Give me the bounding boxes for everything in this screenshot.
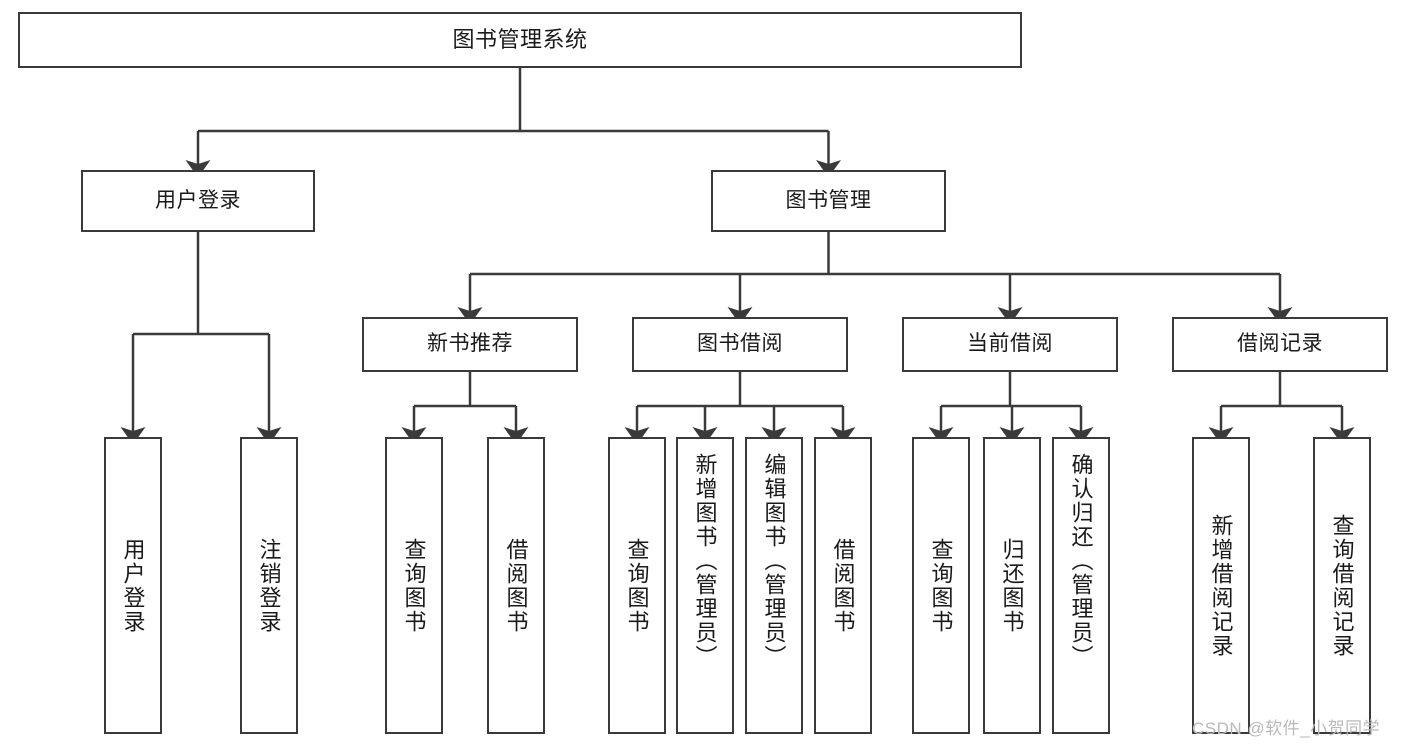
- node-label: 当前借阅: [967, 332, 1053, 356]
- edge-paths: [120, 68, 1355, 445]
- node-label: 查询图书: [928, 537, 954, 634]
- node-label: 用户登录: [155, 188, 241, 212]
- node-label: 注销登录: [256, 537, 282, 634]
- node-label: 归还图书: [999, 537, 1025, 634]
- node-label: 借阅记录: [1237, 332, 1323, 356]
- node-label: 编辑图书（管理员）: [761, 453, 787, 669]
- node-label: 查询图书: [401, 537, 427, 634]
- node-label: 新增图书（管理员）: [692, 453, 718, 669]
- node-label: 新增借阅记录: [1208, 513, 1234, 658]
- node-label: 新书推荐: [427, 332, 513, 356]
- node-label: 确认归还（管理员）: [1068, 453, 1094, 669]
- node-leaf-cb-query[interactable]: 查询图书: [912, 437, 970, 734]
- node-root[interactable]: 图书管理系统: [18, 12, 1022, 68]
- node-l2-book[interactable]: 图书管理: [711, 170, 946, 232]
- node-leaf-nb-borrow[interactable]: 借阅图书: [487, 437, 545, 734]
- node-leaf-user-login[interactable]: 用户登录: [104, 437, 162, 734]
- node-l3-record[interactable]: 借阅记录: [1172, 317, 1388, 372]
- node-leaf-bb-add[interactable]: 新增图书（管理员）: [676, 437, 734, 734]
- node-leaf-user-logout[interactable]: 注销登录: [240, 437, 298, 734]
- node-label: 图书管理: [785, 188, 872, 212]
- node-leaf-bb-borrow[interactable]: 借阅图书: [814, 437, 872, 734]
- node-leaf-cb-return[interactable]: 归还图书: [983, 437, 1041, 734]
- node-leaf-nb-query[interactable]: 查询图书: [385, 437, 443, 734]
- node-label: 查询图书: [624, 537, 650, 634]
- node-label: 图书借阅: [697, 332, 783, 356]
- node-label: 图书管理系统: [452, 27, 588, 53]
- node-leaf-rec-add[interactable]: 新增借阅记录: [1192, 437, 1250, 734]
- node-l2-user[interactable]: 用户登录: [81, 170, 315, 232]
- node-label: 借阅图书: [830, 537, 856, 634]
- node-l3-newbook[interactable]: 新书推荐: [362, 317, 578, 372]
- node-leaf-bb-query[interactable]: 查询图书: [608, 437, 666, 734]
- node-label: 借阅图书: [503, 537, 529, 634]
- node-leaf-bb-edit[interactable]: 编辑图书（管理员）: [745, 437, 803, 734]
- node-leaf-rec-query[interactable]: 查询借阅记录: [1313, 437, 1371, 734]
- node-l3-borrow[interactable]: 图书借阅: [632, 317, 848, 372]
- node-label: 用户登录: [120, 537, 146, 634]
- node-label: 查询借阅记录: [1329, 513, 1355, 658]
- node-leaf-cb-confirm[interactable]: 确认归还（管理员）: [1052, 437, 1110, 734]
- node-l3-current[interactable]: 当前借阅: [902, 317, 1118, 372]
